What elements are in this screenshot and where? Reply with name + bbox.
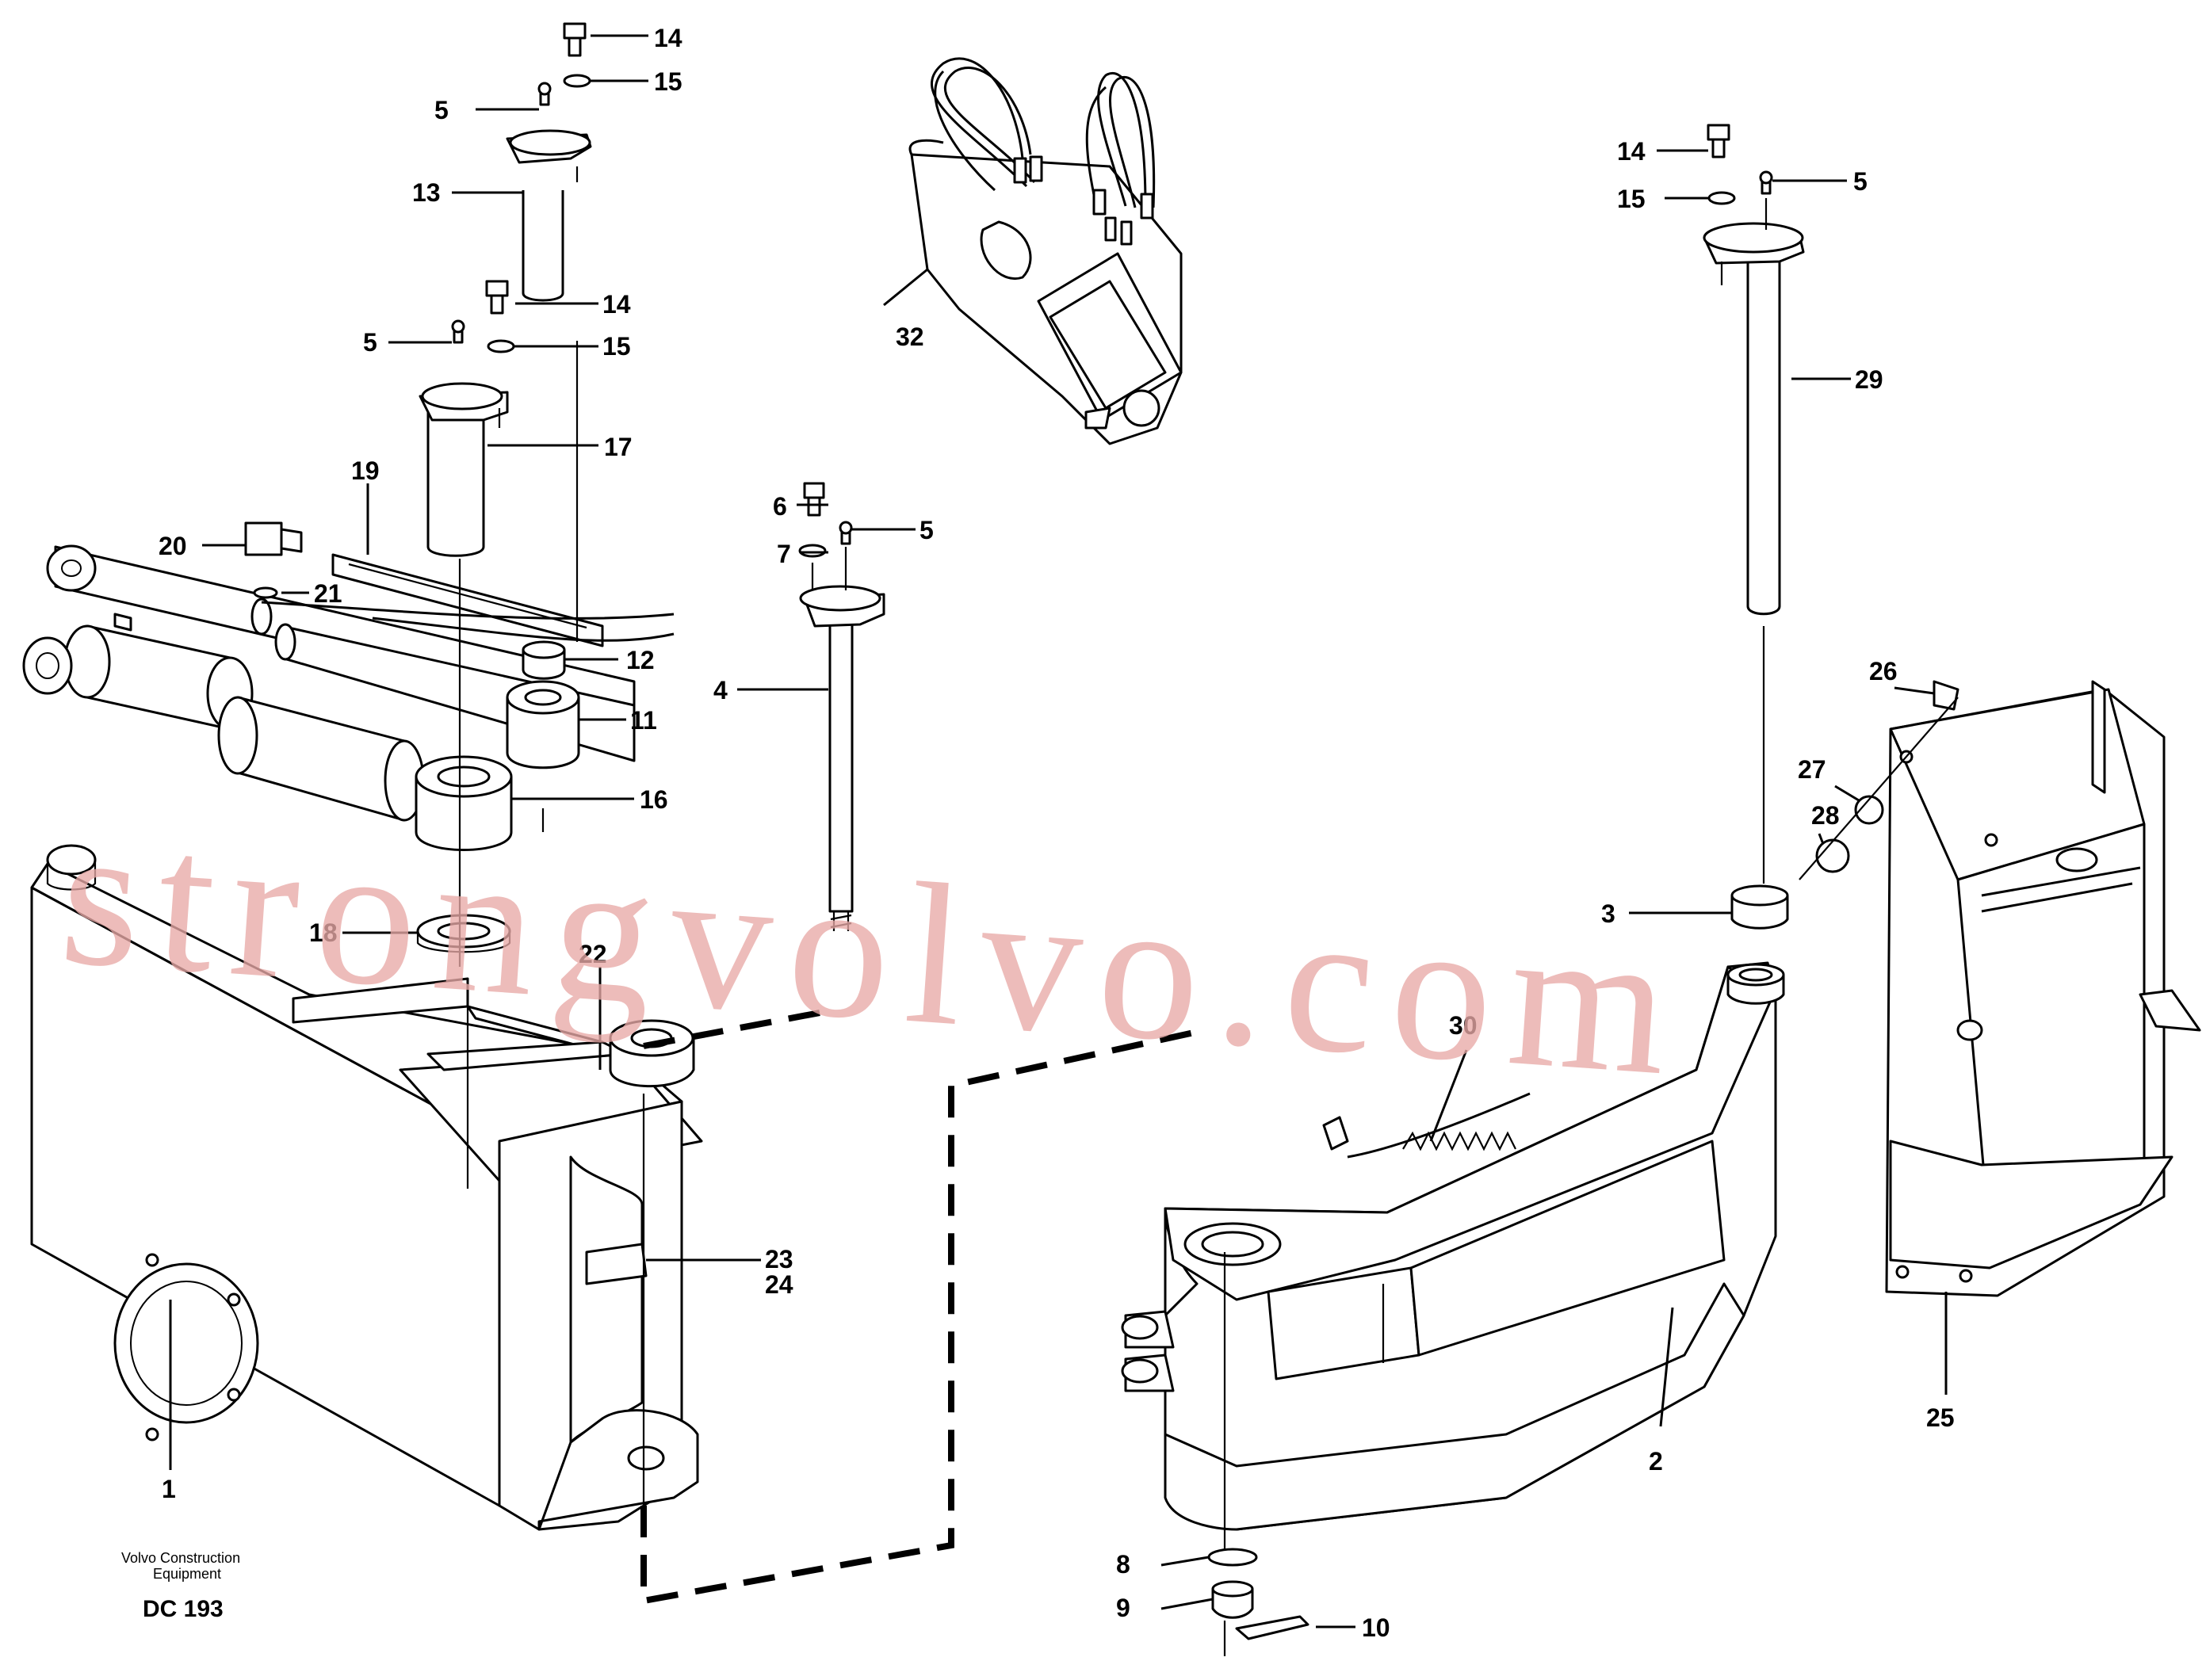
callout-15: 15 — [1617, 185, 1646, 213]
callout-32: 32 — [896, 323, 924, 351]
callout-29: 29 — [1855, 365, 1883, 394]
callout-30: 30 — [1449, 1011, 1478, 1040]
pin-4-assembly — [798, 482, 885, 931]
drawing-caption: Volvo Construction Equipment DC 193 — [121, 1550, 240, 1622]
callout-2: 2 — [1649, 1447, 1663, 1476]
steering-cylinder-part — [22, 521, 636, 953]
lower-fastener-stack — [1207, 1548, 1309, 1656]
callout-7: 7 — [777, 540, 791, 568]
callout-19: 19 — [351, 456, 380, 485]
callout-17: 17 — [604, 433, 633, 461]
caption-manufacturer: Volvo Construction — [121, 1550, 240, 1566]
callout-3: 3 — [1601, 899, 1615, 928]
steering-valve-part — [908, 57, 1183, 445]
callout-25: 25 — [1926, 1403, 1955, 1432]
callout-14: 14 — [654, 24, 682, 52]
callout-23: 23 — [765, 1245, 793, 1273]
callout-1: 1 — [162, 1475, 176, 1503]
callout-15: 15 — [654, 67, 682, 96]
callout-28: 28 — [1811, 801, 1840, 830]
callout-18: 18 — [309, 918, 338, 947]
callout-24: 24 — [765, 1270, 793, 1299]
mounting-bracket-part — [1799, 680, 2201, 1297]
callout-16: 16 — [640, 785, 668, 814]
callout-5: 5 — [434, 96, 449, 124]
callout-5: 5 — [919, 516, 934, 544]
drawing-code: DC 193 — [143, 1596, 224, 1622]
callout-22: 22 — [579, 940, 607, 968]
callout-12: 12 — [626, 646, 655, 674]
callout-8: 8 — [1116, 1550, 1130, 1579]
pin-assembly-upper — [419, 22, 645, 1506]
callout-9: 9 — [1116, 1594, 1130, 1622]
callout-14: 14 — [1617, 137, 1646, 166]
callout-6: 6 — [773, 492, 787, 521]
swing-arm-part — [1121, 884, 1789, 1561]
assembly-path-dashed — [640, 1027, 1206, 1605]
caption-manufacturer-sub: Equipment — [153, 1566, 221, 1582]
callout-10: 10 — [1362, 1613, 1390, 1642]
callout-20: 20 — [159, 532, 187, 560]
callout-21: 21 — [314, 579, 342, 608]
leader-lines — [169, 34, 1948, 1628]
pin-29-assembly — [1703, 124, 1805, 884]
callout-4: 4 — [713, 676, 728, 704]
callout-26: 26 — [1869, 657, 1898, 685]
callout-5: 5 — [363, 328, 377, 357]
callout-5: 5 — [1853, 167, 1868, 196]
callout-27: 27 — [1798, 755, 1826, 784]
callout-14: 14 — [602, 290, 631, 319]
callout-labels: 14 15 5 13 14 5 15 17 19 20 21 12 11 16 … — [159, 24, 1955, 1642]
callout-15: 15 — [602, 332, 631, 361]
callout-13: 13 — [412, 178, 441, 207]
front-frame-part — [30, 844, 703, 1531]
assembly-path-dashed-top — [643, 1007, 833, 1049]
callout-11: 11 — [630, 706, 657, 735]
